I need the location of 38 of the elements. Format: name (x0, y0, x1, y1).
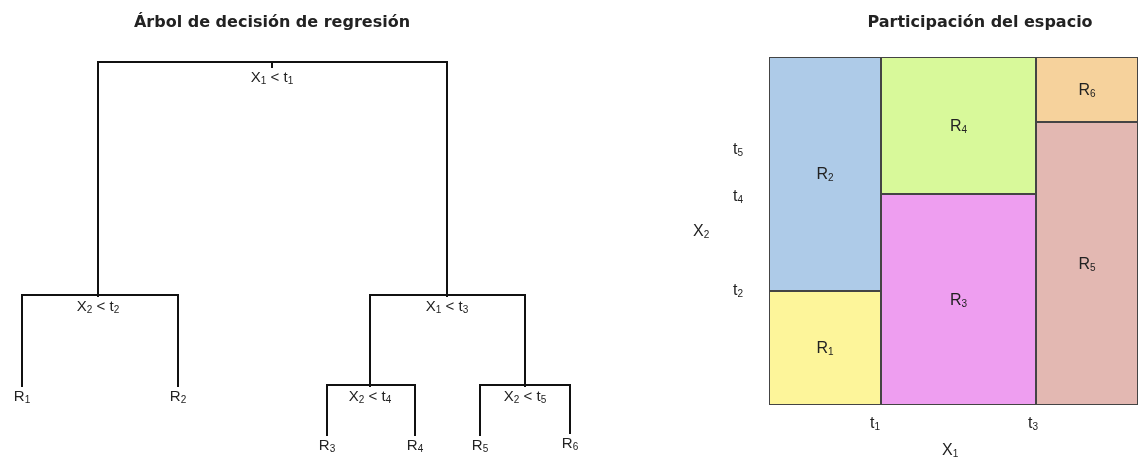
axis-label: X$_{2}$ (693, 222, 710, 240)
leaf-label: R$_{5}$ (468, 436, 492, 454)
split-condition: X$_{1}$ < t$_{3}$ (407, 297, 487, 315)
panel-title: Participación del espacio (867, 12, 1093, 31)
axis-label: t$_{4}$ (733, 187, 743, 205)
region-label: R$_{1}$ (816, 339, 834, 357)
leaf-label: R$_{3}$ (315, 436, 339, 454)
region-rectangle (1036, 122, 1138, 405)
axis-label: t$_{3}$ (1028, 414, 1038, 432)
region-rectangle (881, 194, 1036, 405)
split-condition: X$_{2}$ < t$_{2}$ (58, 297, 138, 315)
connector-line (97, 294, 179, 388)
split-condition: X$_{2}$ < t$_{4}$ (330, 387, 410, 405)
diagram-title: Árbol de decisión de regresión (133, 12, 411, 31)
split-condition: X$_{2}$ < t$_{5}$ (485, 387, 565, 405)
region-rectangle (1036, 57, 1138, 122)
connector-line (21, 294, 99, 388)
split-condition: X$_{1}$ < t$_{1}$ (232, 68, 312, 86)
leaf-label: R$_{6}$ (558, 434, 582, 452)
region-rectangle (769, 291, 881, 405)
axis-label: t$_{2}$ (733, 281, 743, 299)
region-label: R$_{3}$ (949, 290, 968, 309)
region-label: R$_{4}$ (949, 116, 968, 135)
axis-label: t$_{1}$ (870, 414, 880, 432)
connector-line (369, 384, 416, 437)
leaf-label: R$_{4}$ (403, 436, 427, 454)
axis-label: t$_{5}$ (733, 140, 743, 158)
region-rectangle (769, 57, 881, 291)
leaf-label: R$_{2}$ (166, 387, 190, 405)
region-label: R$_{2}$ (816, 165, 834, 183)
connector-line (326, 384, 371, 437)
connector-line (524, 384, 571, 435)
leaf-label: R$_{1}$ (10, 387, 34, 405)
connector-line (479, 384, 526, 437)
region-rectangle (881, 57, 1036, 194)
region-label: R$_{5}$ (1078, 254, 1096, 273)
axis-label: X$_{1}$ (942, 441, 959, 459)
region-label: R$_{6}$ (1078, 80, 1096, 99)
